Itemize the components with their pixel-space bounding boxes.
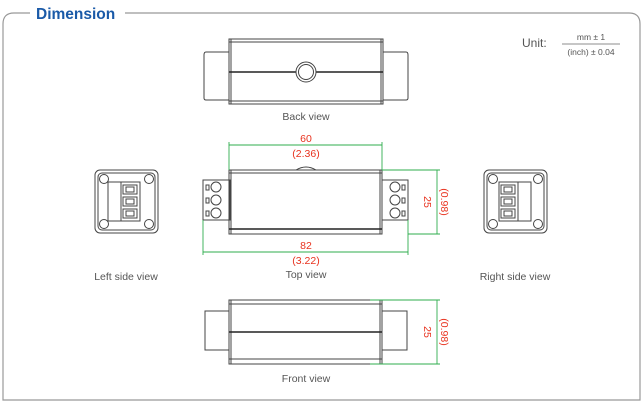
top-view-label: Top view (286, 269, 327, 281)
total-length-mm: 82 (300, 240, 312, 252)
height-mm: 25 (421, 326, 433, 338)
right-side-view (483, 169, 548, 234)
unit-denominator: (inch) ± 0.04 (567, 47, 614, 57)
front-view-label: Front view (282, 373, 331, 385)
dimension-height: 25 (0.98) (370, 299, 450, 365)
unit-label: Unit: (522, 36, 547, 50)
right-side-view-label: Right side view (480, 271, 551, 283)
body-length-inch: (2.36) (292, 148, 319, 160)
height-inch: (0.98) (438, 318, 450, 345)
section-title: Dimension (36, 6, 115, 23)
unit-note: Unit: mm ± 1 (inch) ± 0.04 (522, 32, 620, 57)
body-length-mm: 60 (300, 133, 312, 145)
top-view (202, 166, 409, 235)
width-mm: 25 (421, 196, 433, 208)
dimension-body-length: 60 (2.36) (228, 133, 383, 170)
unit-numerator: mm ± 1 (577, 32, 606, 42)
back-view (203, 38, 409, 105)
back-view-label: Back view (282, 111, 330, 123)
dimension-total-length: 82 (3.22) (202, 220, 409, 267)
width-inch: (0.98) (438, 188, 450, 215)
dimension-width: 25 (0.98) (382, 169, 450, 235)
left-side-view-label: Left side view (94, 271, 158, 283)
left-side-view (94, 169, 159, 234)
frame (2, 12, 641, 401)
front-view (204, 299, 408, 365)
total-length-inch: (3.22) (292, 255, 319, 267)
